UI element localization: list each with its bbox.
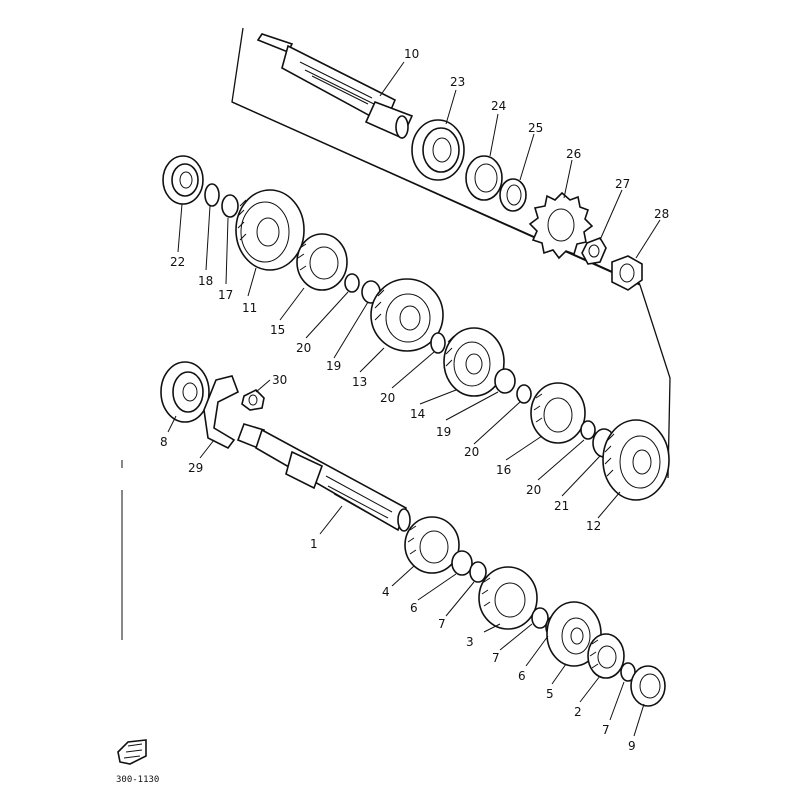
bearing-8: [160, 361, 210, 423]
main-axle-1: [236, 423, 411, 532]
label-20d: 20: [526, 483, 541, 497]
circlip-18: [204, 183, 220, 207]
circlip-20-lower: [516, 384, 532, 404]
leader-lines: [167, 61, 661, 737]
label-10: 10: [404, 47, 419, 61]
label-11: 11: [242, 301, 257, 315]
label-17: 17: [218, 288, 233, 302]
washer-19-lower: [494, 368, 516, 394]
circlip-20-mid: [430, 332, 446, 354]
label-5: 5: [546, 687, 554, 701]
label-24: 24: [491, 99, 506, 113]
label-21: 21: [554, 499, 569, 513]
drive-sprocket-26: [528, 191, 594, 260]
bearing-9: [630, 665, 666, 707]
gear-13: [370, 278, 444, 352]
label-29: 29: [188, 461, 203, 475]
label-20a: 20: [296, 341, 311, 355]
gear-2: [587, 633, 625, 679]
collar-25: [499, 178, 527, 212]
bearing-retainer-29: [203, 375, 240, 450]
label-25: 25: [528, 121, 543, 135]
nut-28: [611, 255, 643, 291]
diagram-code: 300-1130: [116, 775, 159, 785]
label-4: 4: [382, 585, 390, 599]
label-30: 30: [272, 373, 287, 387]
main-axle-shaft: [256, 33, 414, 140]
label-16: 16: [496, 463, 511, 477]
gear-3: [478, 566, 538, 630]
label-23: 23: [450, 75, 465, 89]
label-22: 22: [170, 255, 185, 269]
label-20c: 20: [464, 445, 479, 459]
assembly-frame: [231, 27, 671, 479]
circlip-20-upper: [344, 273, 360, 293]
bearing-22: [162, 155, 204, 205]
circlip-7-upper: [469, 561, 487, 583]
label-19a: 19: [326, 359, 341, 373]
label-8: 8: [160, 435, 168, 449]
label-6a: 6: [410, 601, 418, 615]
label-3: 3: [466, 635, 474, 649]
washer-6-upper: [451, 550, 473, 576]
transmission-icon: [117, 739, 147, 765]
gear-5: [546, 601, 602, 667]
washer-17: [221, 194, 239, 218]
gear-14: [443, 327, 505, 397]
label-1: 1: [310, 537, 318, 551]
lock-washer-27: [581, 237, 607, 265]
circlip-7-mid: [531, 607, 549, 629]
gear-16: [530, 382, 586, 444]
gear-11: [235, 189, 305, 271]
label-6b: 6: [518, 669, 526, 683]
label-26: 26: [566, 147, 581, 161]
label-20b: 20: [380, 391, 395, 405]
gear-4: [404, 516, 460, 574]
label-28: 28: [654, 207, 669, 221]
label-18: 18: [198, 274, 213, 288]
label-2: 2: [574, 705, 582, 719]
label-9: 9: [628, 739, 636, 753]
label-15: 15: [270, 323, 285, 337]
label-7c: 7: [602, 723, 610, 737]
gear-15: [296, 233, 348, 291]
label-19b: 19: [436, 425, 451, 439]
label-7b: 7: [492, 651, 500, 665]
oil-seal-24: [465, 155, 503, 201]
bearing-23: [411, 119, 465, 181]
screw-30: [241, 389, 265, 411]
gear-12: [602, 419, 670, 501]
part-number-labels: 10 23 24 25 26 27 28 22 18 17 11 15 20 1…: [160, 47, 669, 753]
circlip-20-end: [580, 420, 596, 440]
label-12: 12: [586, 519, 601, 533]
label-14: 14: [410, 407, 425, 421]
label-27: 27: [615, 177, 630, 191]
label-7a: 7: [438, 617, 446, 631]
label-13: 13: [352, 375, 367, 389]
